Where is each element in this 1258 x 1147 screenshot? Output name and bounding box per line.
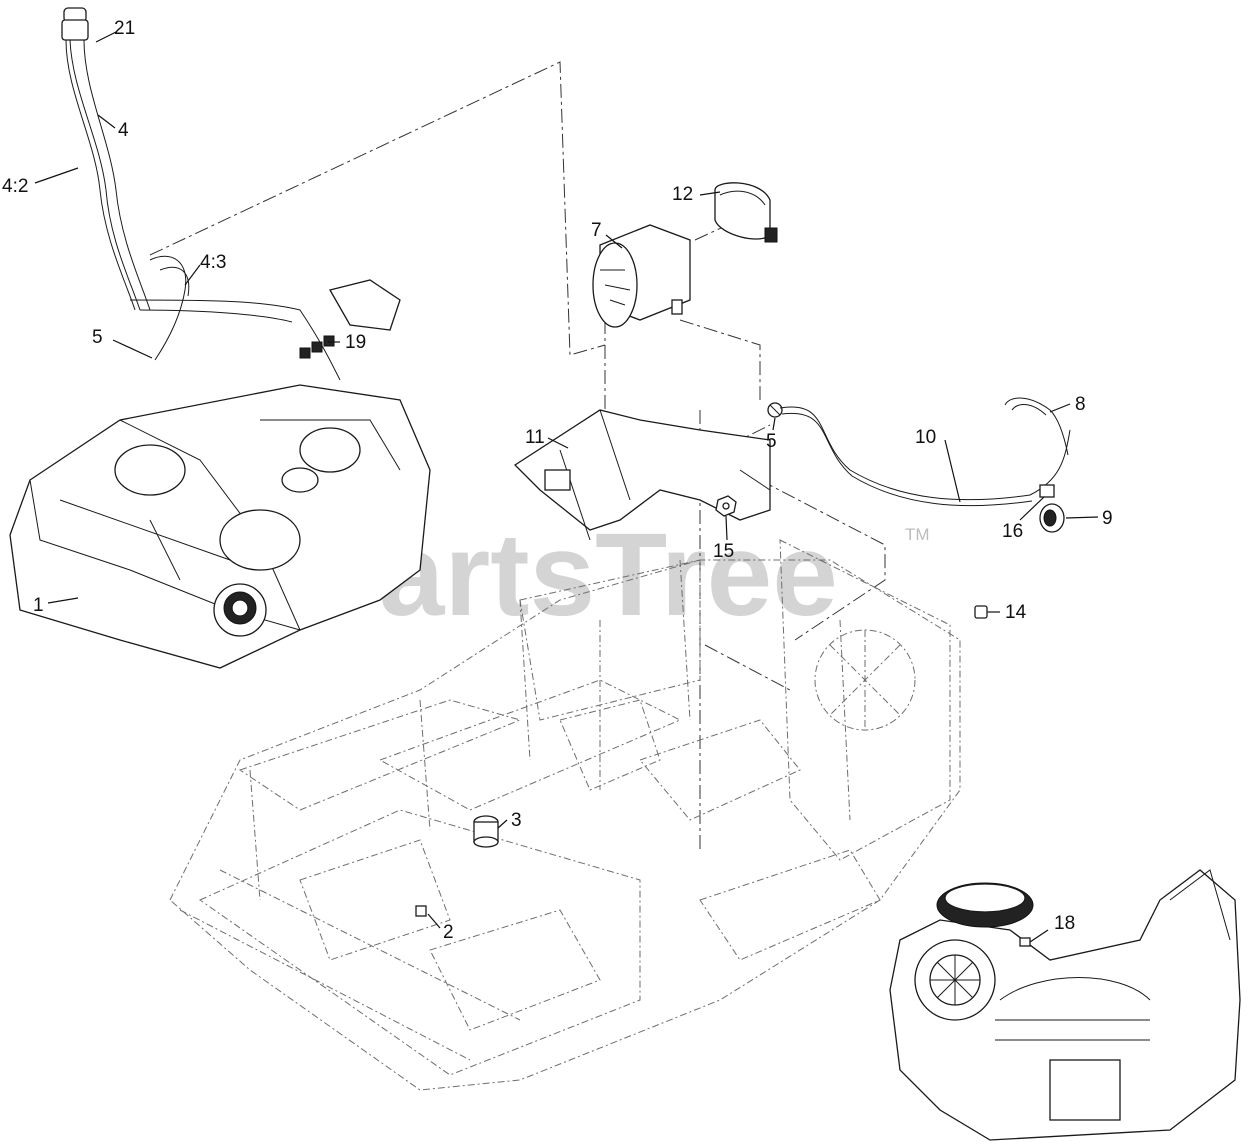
callout-14[interactable]: 14 (1005, 602, 1027, 623)
part-12-clamp[interactable] (714, 182, 778, 243)
part-5-hose-clamp-right[interactable] (767, 402, 783, 418)
part-18-engine[interactable] (889, 869, 1241, 1141)
part-3-bumper[interactable] (473, 815, 499, 848)
callout-9[interactable]: 9 (1102, 508, 1113, 529)
callout-5-right[interactable]: 5 (766, 431, 777, 452)
callout-8[interactable]: 8 (1075, 394, 1086, 415)
callout-4-3[interactable]: 4:3 (200, 252, 226, 273)
callout-12[interactable]: 12 (672, 184, 693, 205)
callout-16[interactable]: 16 (1002, 521, 1023, 542)
callout-4[interactable]: 4 (118, 120, 129, 141)
callout-10[interactable]: 10 (915, 427, 936, 448)
part-21-filler-cap[interactable] (61, 7, 89, 41)
part-4-filler-hose[interactable] (65, 39, 151, 311)
part-9-valve[interactable] (1039, 503, 1065, 533)
part-19-fittings[interactable] (129, 279, 401, 381)
callout-21[interactable]: 21 (114, 18, 135, 39)
callout-3[interactable]: 3 (511, 810, 522, 831)
callout-4-2[interactable]: 4:2 (2, 176, 28, 197)
part-8-hose[interactable] (1004, 397, 1069, 456)
callout-19[interactable]: 19 (345, 332, 366, 353)
callout-5-left[interactable]: 5 (92, 327, 103, 348)
callout-2[interactable]: 2 (443, 922, 454, 943)
part-1-fuel-tank[interactable] (9, 384, 431, 669)
callout-15[interactable]: 15 (713, 541, 734, 562)
callout-labels: 21 4 4:2 4:3 5 19 1 12 7 11 5 8 10 9 16 … (2, 18, 1113, 943)
callout-7[interactable]: 7 (591, 220, 602, 241)
part-15-nut[interactable] (715, 495, 737, 517)
part-2-nut[interactable] (415, 905, 427, 917)
mower-frame (169, 539, 961, 1091)
leader-lines (34, 31, 1099, 943)
callout-11[interactable]: 11 (525, 427, 545, 448)
watermark-trademark: TM (905, 525, 930, 544)
part-16-connector[interactable] (1039, 484, 1055, 498)
part-4-3-vent-tube[interactable] (149, 255, 190, 361)
part-11-bracket[interactable] (513, 409, 771, 541)
callout-1[interactable]: 1 (33, 595, 44, 616)
part-10-vent-hose[interactable] (779, 406, 1071, 507)
engine-shroud-ghost (814, 629, 916, 731)
part-7-carbon-canister[interactable] (592, 224, 691, 328)
callout-18[interactable]: 18 (1054, 913, 1075, 934)
